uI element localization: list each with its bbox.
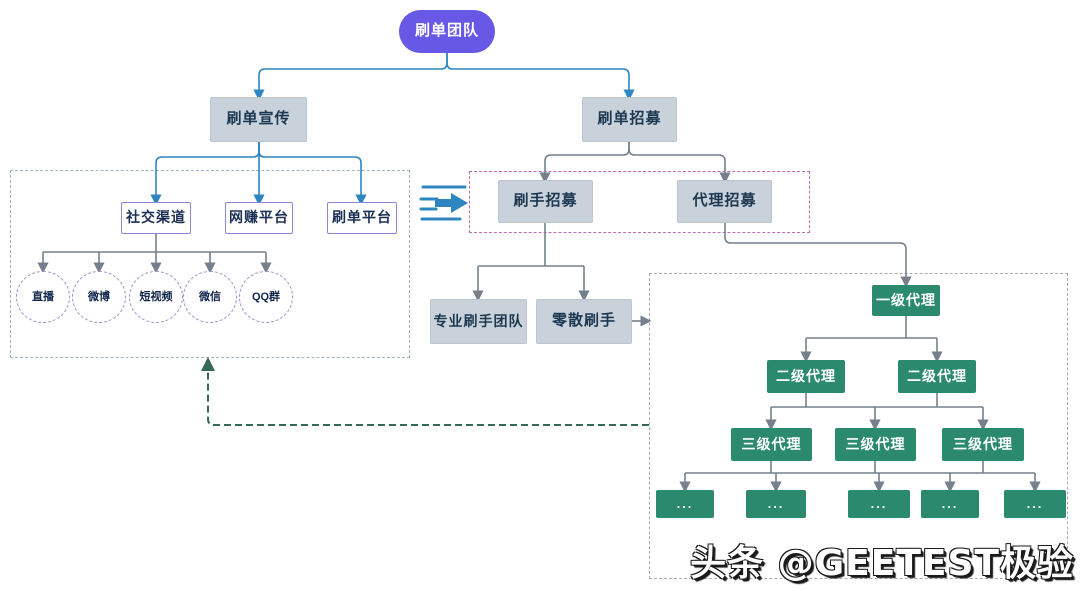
scattered-brusher-node: 零散刷手 <box>536 299 632 344</box>
agent-leaf-node: ... <box>656 490 714 518</box>
promotion-node: 刷单宣传 <box>210 97 307 142</box>
brusher-recruit-node: 刷手招募 <box>498 180 593 223</box>
root-node: 刷单团队 <box>399 10 495 53</box>
agent-leaf-node: ... <box>746 490 806 518</box>
recruitment-node: 刷单招募 <box>582 97 677 142</box>
pro-brusher-team-node: 专业刷手团队 <box>430 299 527 344</box>
short-video-circle: 短视频 <box>129 271 183 323</box>
social-channel-node: 社交渠道 <box>121 202 191 234</box>
weibo-circle: 微博 <box>72 271 126 323</box>
agent-level3-node: 三级代理 <box>835 428 916 461</box>
agent-leaf-node: ... <box>1004 490 1066 518</box>
agent-leaf-node: ... <box>848 490 910 518</box>
agent-leaf-node: ... <box>921 490 979 518</box>
agent-pyramid-group <box>649 273 1068 579</box>
agent-level2-node: 二级代理 <box>767 360 845 393</box>
recruitment-group <box>469 171 810 233</box>
brushing-platform-node: 刷单平台 <box>327 202 397 234</box>
qq-group-circle: QQ群 <box>239 271 293 323</box>
agent-recruit-node: 代理招募 <box>677 180 772 223</box>
transfer-arrow-icon <box>419 185 468 221</box>
agent-level1-node: 一级代理 <box>872 285 940 316</box>
livestream-circle: 直播 <box>16 271 70 323</box>
wechat-circle: 微信 <box>183 271 237 323</box>
watermark: 头条 @GEETEST极验 <box>690 543 1074 584</box>
agent-level2-node: 二级代理 <box>898 360 976 393</box>
agent-level3-node: 三级代理 <box>731 428 812 461</box>
agent-level3-node: 三级代理 <box>942 428 1024 461</box>
web-earning-platform-node: 网赚平台 <box>225 202 293 234</box>
